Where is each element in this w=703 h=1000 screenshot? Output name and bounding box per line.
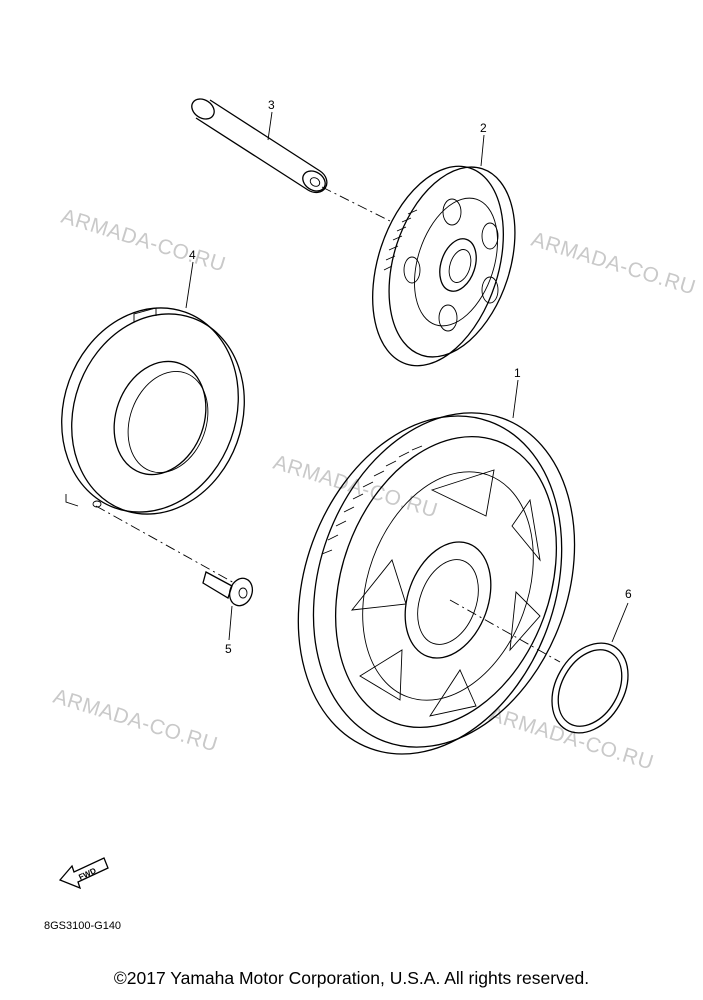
part-6-washer [551,642,629,734]
fwd-arrow-icon: FWD [58,857,109,890]
watermarks: ARMADA-CO.RU ARMADA-CO.RU ARMADA-CO.RU A… [51,205,699,775]
callout-3: 3 [268,98,275,112]
diagram-code: 8GS3100-G140 [44,920,122,932]
watermark-4: ARMADA-CO.RU [51,685,221,757]
callout-6: 6 [625,587,632,601]
callout-1: 1 [514,366,521,380]
center-lines [95,186,561,663]
callout-2: 2 [480,121,487,135]
part-4-clutch-plate [61,307,245,515]
part-2-gear [372,165,516,367]
watermark-1: ARMADA-CO.RU [59,205,229,277]
callout-5: 5 [225,642,232,656]
callout-4: 4 [189,248,196,262]
leader-lines [185,111,629,643]
part-1-wheel-gear [297,412,576,755]
part-3-shaft [191,98,328,194]
watermark-5: ARMADA-CO.RU [487,703,657,775]
part-5-bolt [202,571,254,607]
copyright-notice: ©2017 Yamaha Motor Corporation, U.S.A. A… [113,968,590,988]
watermark-2: ARMADA-CO.RU [529,228,699,300]
watermark-3: ARMADA-CO.RU [271,451,441,523]
callout-labels: 1 2 3 4 5 6 [189,98,632,656]
